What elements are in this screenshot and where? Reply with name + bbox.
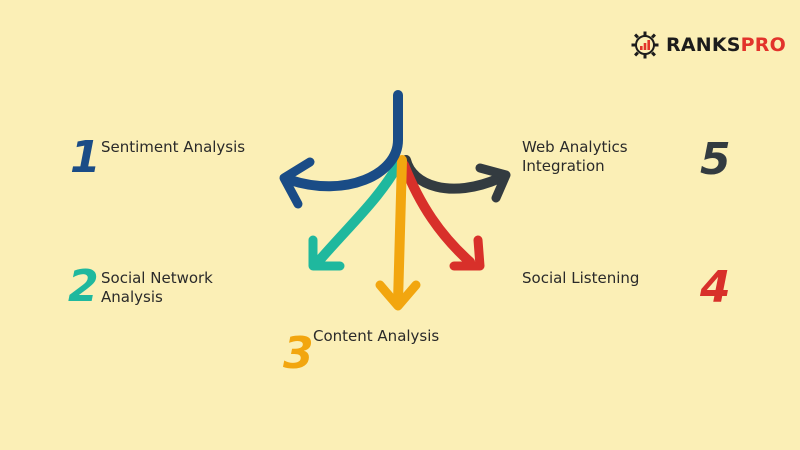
step-label-3: Content Analysis [313, 327, 440, 345]
brand-name-pro: PRO [740, 34, 786, 56]
step-label-5: Web Analytics Integration [522, 138, 628, 175]
step-number-2: 2 [68, 261, 99, 312]
arrow-head-social-listening [449, 235, 485, 271]
step-label-1: Sentiment Analysis [101, 138, 246, 156]
brand-name-ranks: RANKS [666, 34, 741, 56]
step-number-5: 5 [700, 134, 731, 185]
arrow-social-network [313, 160, 403, 267]
step-number-3: 3 [283, 328, 314, 379]
step-number-1: 1 [70, 132, 101, 183]
arrow-head-social-network [308, 235, 345, 271]
arrow-social-listening [399, 160, 475, 267]
brand-name: RANKSPRO [666, 34, 786, 56]
arrow-head-sentiment-analysis [279, 157, 315, 209]
brand-logo: RANKSPRO [630, 30, 790, 60]
arrow-web-analytics [401, 155, 505, 194]
gear-bar-chart-icon [631, 31, 659, 59]
arrow-content-analysis [393, 155, 407, 307]
step-label-4: Social Listening [522, 269, 640, 287]
arrow-head-web-analytics [475, 163, 511, 203]
arrow-head-content-analysis [375, 280, 421, 311]
step-number-4: 4 [700, 262, 731, 313]
step-label-2: Social Network Analysis [101, 269, 213, 306]
arrow-sentiment-analysis [285, 90, 403, 192]
